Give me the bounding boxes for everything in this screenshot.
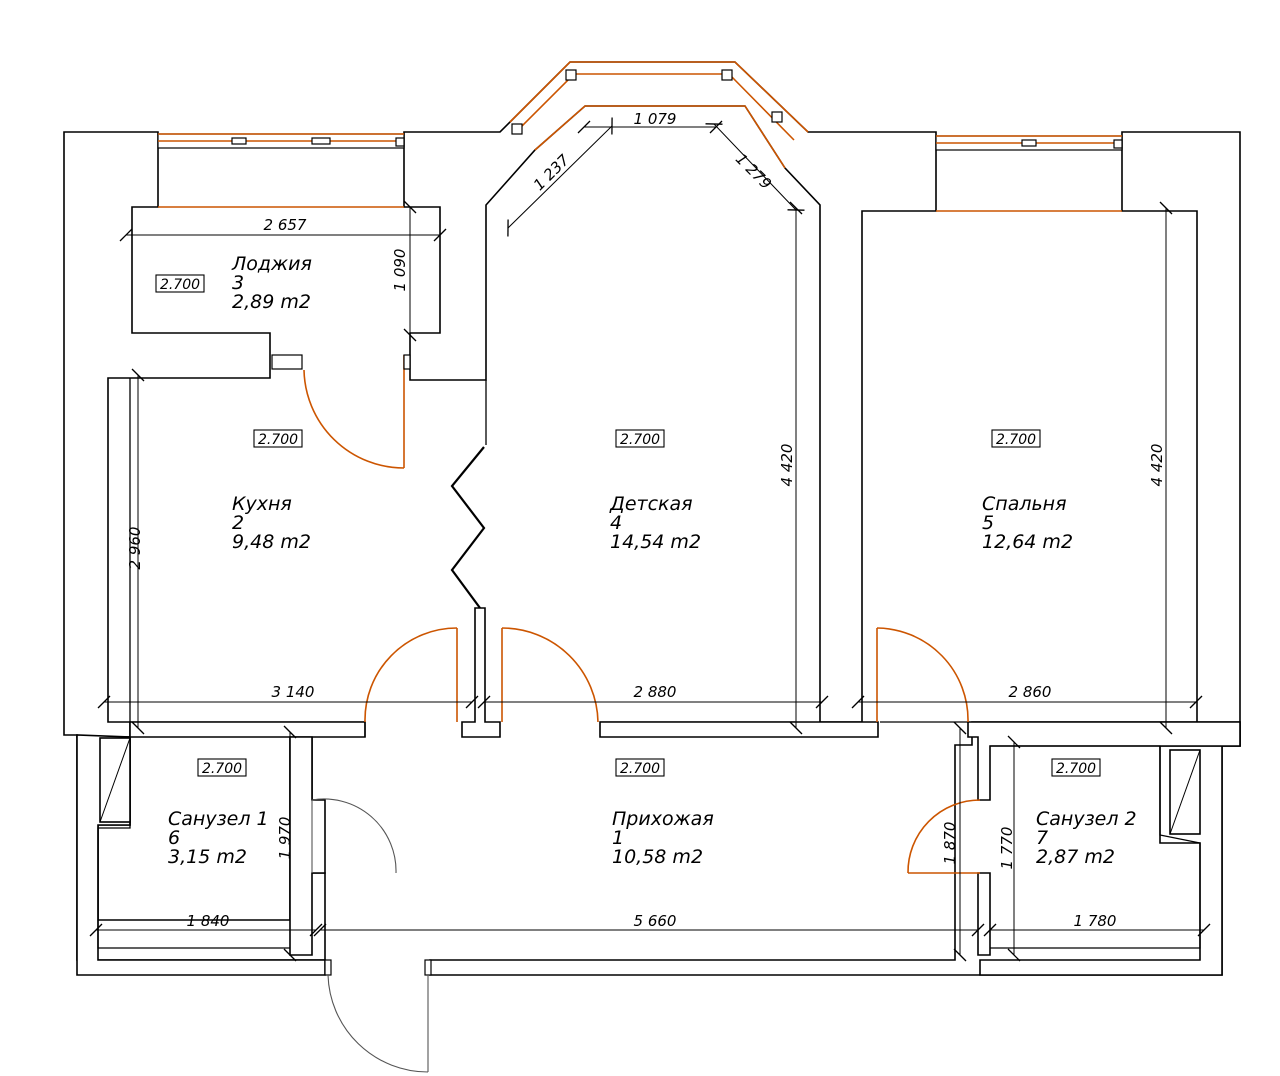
room-number: 1 [612,827,624,849]
level-value: 2.700 [620,432,660,448]
room-number: 2 [232,512,244,534]
room-outlines [97,378,1241,956]
room-area: 14,54 m2 [610,531,701,553]
room-area: 2,89 m2 [232,291,311,313]
level-marker: 2.700 [155,274,205,293]
level-marker: 2.700 [991,429,1041,448]
exterior-walls [63,61,1241,747]
dimension-label: 1 770 [998,827,1016,870]
dimension-bath1_height: 1 970 [276,725,297,962]
dimension-bedroom_width: 2 860 [851,683,1203,709]
dimension-kids_width: 2 880 [477,683,829,709]
level-marker: 2.700 [615,758,665,777]
dimension-bath2_height: 1 770 [998,735,1021,962]
room-name: Санузел 2 [1036,808,1137,830]
dimension-label: 1 970 [276,817,294,860]
dimension-label: 1 079 [634,110,677,128]
level-marker: 2.700 [197,758,247,777]
doors [271,354,981,1073]
dimension-kitchen_height: 2 960 [126,368,145,735]
room-number: 7 [1036,827,1048,849]
level-value: 2.700 [620,761,660,777]
room-number: 3 [232,272,244,294]
dimension-label: 4 420 [1148,444,1166,487]
ventilation-shafts [99,737,1201,835]
dimension-hall_width: 5 660 [313,912,985,937]
level-value: 2.700 [996,432,1036,448]
room-area: 9,48 m2 [232,531,311,553]
dimension-kids_height: 4 420 [778,201,803,735]
dimension-bay_top: 1 079 [577,110,723,134]
room-name: Санузел 1 [168,808,269,830]
zigzag-partition [450,446,486,609]
dimension-label: 3 140 [272,683,315,701]
dimension-bedroom_height: 4 420 [1148,201,1173,735]
dimension-bath1_width: 1 840 [89,912,323,937]
dimension-loggia_width: 2 657 [119,216,447,242]
room-name: Детская [609,493,693,515]
dimension-label: 1 780 [1074,912,1117,930]
level-value: 2.700 [258,432,298,448]
dimension-label: 2 960 [126,527,144,570]
room-area: 12,64 m2 [982,531,1073,553]
level-value: 2.700 [160,277,200,293]
room-name: Лоджия [231,253,312,275]
dimension-label: 1 237 [530,151,573,194]
dimension-label: 5 660 [634,912,677,930]
room-name: Прихожая [612,808,714,830]
room-name: Кухня [232,493,292,515]
room-number: 5 [982,512,994,534]
level-value: 2.700 [1056,761,1096,777]
room-area: 2,87 m2 [1036,846,1115,868]
dimension-label: 1 090 [391,249,409,292]
dimension-label: 2 880 [634,683,677,701]
windows [157,61,1123,212]
room-number: 6 [168,827,180,849]
dimension-label: 1 840 [187,912,230,930]
dimension-bath2_width: 1 780 [983,912,1211,937]
dimension-label: 2 657 [264,216,307,234]
level-marker: 2.700 [1051,758,1101,777]
dimension-label: 1 870 [941,822,959,865]
dimension-kitchen_width: 3 140 [97,683,479,709]
level-value: 2.700 [202,761,242,777]
level-marker: 2.700 [615,429,665,448]
room-area: 10,58 m2 [612,846,703,868]
dimension-label: 2 860 [1009,683,1052,701]
room-number: 4 [610,512,622,534]
dimension-loggia_depth: 1 090 [391,200,417,342]
dimension-hall_right_height: 1 870 [941,721,967,962]
dimension-label: 4 420 [778,444,796,487]
dimension-label: 1 279 [732,150,775,193]
room-name: Спальня [982,493,1067,515]
room-area: 3,15 m2 [168,846,247,868]
level-marker: 2.700 [253,429,303,448]
